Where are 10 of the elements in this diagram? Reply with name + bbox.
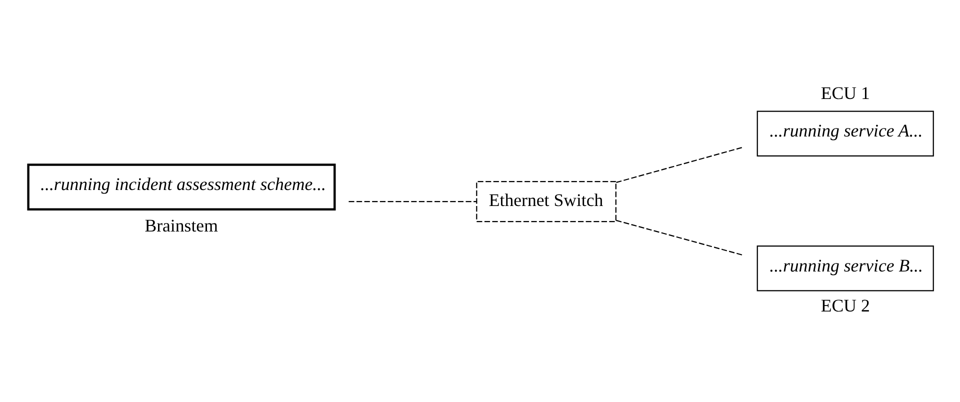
node-label: ECU 2 bbox=[820, 296, 870, 316]
connector bbox=[348, 201, 477, 202]
node-box: ...running incident assessment scheme... bbox=[27, 164, 336, 210]
node-label: Brainstem bbox=[144, 215, 218, 236]
connector bbox=[616, 220, 744, 256]
node-box: ...running service A... bbox=[756, 110, 934, 156]
node-label: ECU 1 bbox=[820, 82, 870, 103]
node-box: Ethernet Switch bbox=[476, 180, 616, 222]
connector bbox=[616, 146, 744, 183]
node-box: ...running service B... bbox=[756, 246, 934, 292]
